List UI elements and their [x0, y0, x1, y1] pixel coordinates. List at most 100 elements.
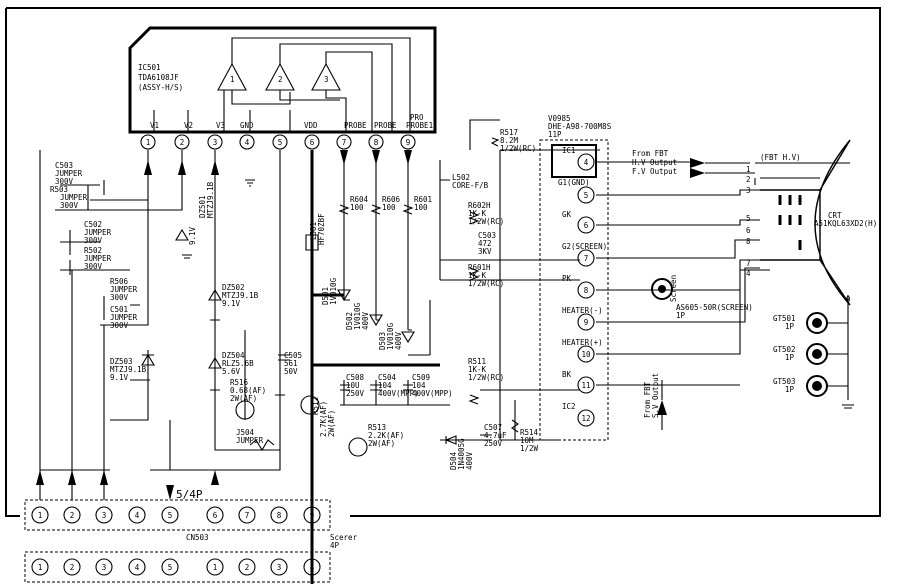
- l502-label: L502: [452, 173, 470, 182]
- ic501-pin-number: 5: [278, 138, 283, 147]
- crt-pin-label: 2: [746, 175, 751, 184]
- r602h-label: R602H: [468, 201, 491, 210]
- c508-voltage: 250V: [346, 389, 365, 398]
- c507-label: C507: [484, 423, 502, 432]
- ic501-pin: 3: [207, 134, 223, 150]
- r503-value: JUMPER: [60, 193, 88, 202]
- r604-value: 100: [350, 203, 364, 212]
- zener-and-caps: [69, 180, 290, 369]
- connector-pin-top-circle: [270, 506, 288, 524]
- ground-terminals: GT501 1P GT502 1P GT503 1P: [773, 312, 854, 409]
- c501-value: JUMPER: [110, 313, 138, 322]
- socket-heater-plus: HEATER(+): [562, 338, 603, 347]
- mid-resistors: [338, 137, 519, 433]
- socket-part: DHE-A98-700M8S: [548, 122, 612, 131]
- dz503-voltage: 9.1V: [110, 373, 129, 382]
- socket-ic2: IC2: [562, 402, 576, 411]
- crt-socket-v0985: V0985 DHE-A98-700M8S 11P IC1 G1(GND) GK …: [539, 114, 612, 441]
- c505-voltage: 50V: [284, 367, 298, 376]
- connector-pin-bottom-number: 2: [245, 563, 250, 572]
- connector-pin-bottom-circle: [303, 558, 321, 576]
- r503-label: R503: [50, 185, 68, 194]
- connector-pin-top-circle: [303, 506, 321, 524]
- socket-pin-number: 6: [584, 221, 589, 230]
- socket-pin: 4: [577, 153, 595, 171]
- r513-power: 2W(AF): [368, 439, 395, 448]
- ic501-pin-circle: [239, 134, 255, 150]
- connector-pin-top-circle: [95, 506, 113, 524]
- c501-label: C501: [110, 305, 128, 314]
- dz504-value: RLZ5.6B: [222, 359, 254, 368]
- r502-voltage: 300V: [84, 262, 103, 271]
- connector-side-pins: 4P: [330, 541, 340, 550]
- left-wiring: [39, 150, 281, 500]
- connector-pin-bottom-circle: [270, 558, 288, 576]
- dz502-voltage: 9.1V: [222, 299, 241, 308]
- ic501-pin-number: 8: [374, 138, 379, 147]
- socket-pin-number: 12: [581, 414, 590, 423]
- connector-pin-top-number: 5: [168, 511, 173, 520]
- connector-pin-top: 4: [128, 506, 146, 524]
- ic501-amp-label-3: 3: [324, 75, 329, 84]
- screen-terminal-core: [658, 285, 666, 293]
- connector-top-outline: [24, 499, 331, 531]
- r511-value: 1K-K: [468, 365, 487, 374]
- connector-label: 5/4P: [176, 488, 203, 501]
- socket-pin: 5: [577, 186, 595, 204]
- j504-jumper: [249, 439, 275, 452]
- connector-pin-top-number: 1: [38, 511, 43, 520]
- c505-value: 561: [284, 359, 298, 368]
- socket-pin-circle: [577, 345, 595, 363]
- socket-pin: 8: [577, 281, 595, 299]
- d504-voltage: 400V: [465, 451, 474, 470]
- crt-pin-label: 8: [746, 237, 751, 246]
- l501-value: HF70ZBF: [317, 213, 326, 245]
- ic501-pin-name: VDD: [304, 121, 318, 130]
- gt501-pins: 1P: [785, 322, 795, 331]
- fbt-fv-label: F.V Output: [632, 167, 677, 176]
- ic501-pin: 1: [140, 134, 156, 150]
- c507-value: 4.7uF: [484, 431, 507, 440]
- c505-label: C505: [284, 351, 302, 360]
- connector-pin-top: 1: [31, 506, 49, 524]
- ic501-part: TDA6108JF: [138, 73, 179, 82]
- dz503-value: MTZJ9.1B: [110, 365, 147, 374]
- socket-pins-count: 11P: [548, 130, 562, 139]
- r606-value: 100: [382, 203, 396, 212]
- r602h-power: 1/2W(RC): [468, 217, 504, 226]
- ic501-pin-name: GND: [240, 121, 254, 130]
- socket-pin-number: 8: [584, 286, 589, 295]
- diodes-d501-d503: [337, 289, 415, 344]
- gt501-name: GT501: [773, 314, 796, 323]
- left-component-symbols: [69, 179, 368, 457]
- c502-voltage: 300V: [84, 236, 103, 245]
- socket-pin-number: 9: [584, 318, 589, 327]
- gt503-pins: 1P: [785, 385, 795, 394]
- c501-voltage: 300V: [110, 321, 129, 330]
- connector-pin-top-circle: [63, 506, 81, 524]
- j504-label: J504: [236, 428, 255, 437]
- ic501-pin-circle: [174, 134, 190, 150]
- r511-label: R511: [468, 357, 486, 366]
- connector-pin-top: 3: [95, 506, 113, 524]
- socket-pin-number: 4: [584, 158, 589, 167]
- j504-value: JUMPER: [236, 436, 264, 445]
- connector-pin-bottom-number: 3: [102, 563, 107, 572]
- crt-pin-label: 7: [746, 259, 751, 268]
- socket-name: V0985: [548, 114, 571, 123]
- fbt-from-label: From FBT: [632, 149, 669, 158]
- connector-pin-bottom-circle: [238, 558, 256, 576]
- sv-arrow: [657, 400, 667, 415]
- connector-pin-bottom: 1: [206, 558, 224, 576]
- c503-label: C503: [55, 161, 73, 170]
- c504-value: 104: [378, 381, 392, 390]
- connector-pin-top: 8: [270, 506, 288, 524]
- ic501-pin-name-sub: PRO: [410, 113, 424, 122]
- socket-gk: GK: [562, 210, 572, 219]
- socket-pin-circle: [577, 186, 595, 204]
- c508-value: 10U: [346, 381, 360, 390]
- ic501-pin-number: 3: [213, 138, 218, 147]
- screen-pins: 1P: [676, 311, 686, 320]
- c504-voltage: 400V(MPP): [378, 389, 419, 398]
